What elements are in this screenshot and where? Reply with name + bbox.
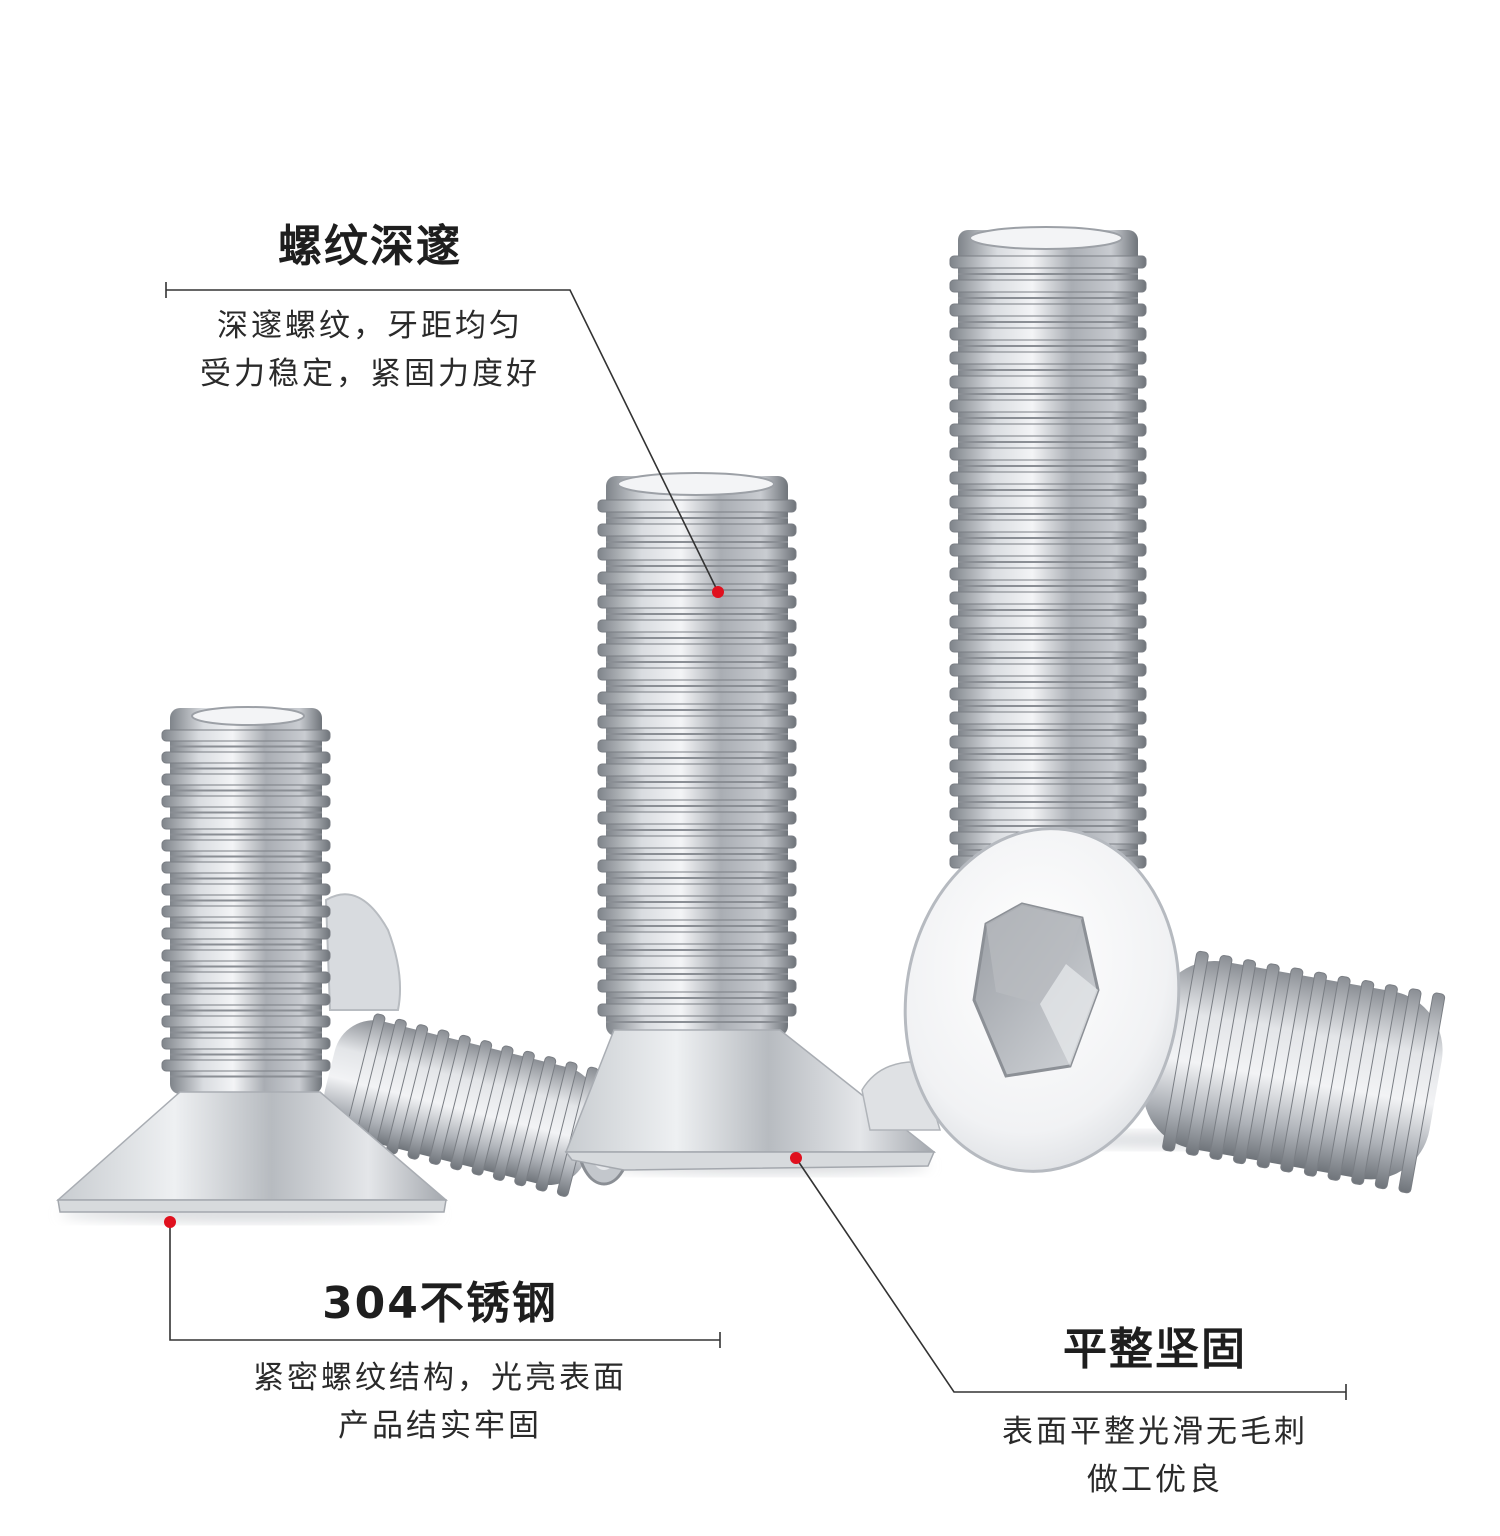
callout-thread-title: 螺纹深邃 xyxy=(278,221,462,272)
hex-socket-icon xyxy=(972,902,1100,1078)
screw-lying-right xyxy=(861,827,1446,1194)
callout-material-line-2: 产品结实牢固 xyxy=(338,1408,542,1444)
callout-thread-description: 深邃螺纹，牙距均匀 受力稳定，紧固力度好 xyxy=(170,302,570,398)
callout-flatness-title: 平整坚固 xyxy=(1063,1324,1247,1375)
callout-flatness-line-1: 表面平整光滑无毛刺 xyxy=(1002,1414,1308,1450)
callout-material-line-1: 紧密螺纹结构，光亮表面 xyxy=(253,1360,627,1396)
screw-tall-right xyxy=(949,226,1147,875)
callout-flatness-line-2: 做工优良 xyxy=(1087,1462,1223,1498)
screw-medium-center xyxy=(564,472,937,1171)
marker-dot-flatness xyxy=(790,1152,802,1164)
callout-flatness-description: 表面平整光滑无毛刺 做工优良 xyxy=(960,1408,1350,1504)
marker-dot-material xyxy=(164,1216,176,1228)
marker-dot-thread xyxy=(712,586,724,598)
callout-material-description: 紧密螺纹结构，光亮表面 产品结实牢固 xyxy=(200,1354,680,1450)
callout-material-title: 304不锈钢 xyxy=(322,1278,558,1329)
marker-dots xyxy=(164,586,802,1228)
leader-lines xyxy=(165,282,1347,1400)
screw-small-left xyxy=(56,706,449,1213)
callout-thread-line-2: 受力稳定，紧固力度好 xyxy=(200,356,540,392)
callout-thread-line-1: 深邃螺纹，牙距均匀 xyxy=(217,308,523,344)
